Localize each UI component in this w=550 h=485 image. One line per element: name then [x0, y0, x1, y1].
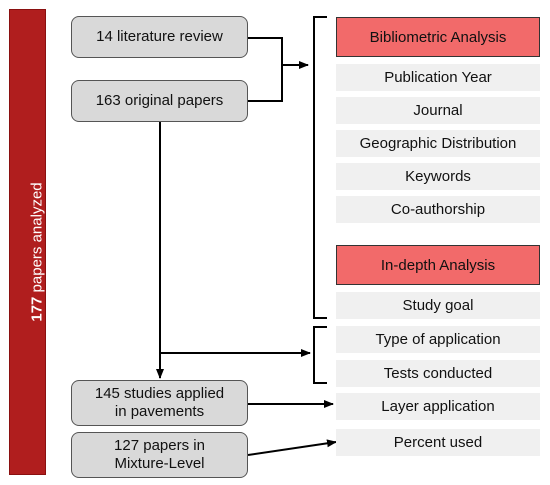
indepth-item: Layer application: [336, 393, 540, 420]
journal-label: Journal: [413, 102, 463, 119]
publication-year-label: Publication Year: [384, 69, 492, 86]
literature-review-box: 14 literature review: [71, 16, 248, 58]
bibliometric-item: Keywords: [336, 163, 540, 190]
study-goal-label: Study goal: [402, 297, 474, 314]
indepth-item: Tests conducted: [336, 360, 540, 387]
type-of-application-label: Type of application: [375, 331, 501, 348]
pavements-label-line1: 145 studies applied: [94, 385, 225, 402]
geographic-distribution-label: Geographic Distribution: [359, 135, 517, 152]
pavements-label-line2: in pavements: [114, 403, 205, 420]
indepth-header: In-depth Analysis: [336, 245, 540, 285]
bibliometric-bracket: [313, 16, 327, 319]
original-papers-box: 163 original papers: [71, 80, 248, 122]
percent-used-label: Percent used: [393, 434, 483, 451]
bibliometric-item: Journal: [336, 97, 540, 124]
lit-review-connector: [248, 37, 283, 102]
indepth-item: Type of application: [336, 326, 540, 353]
bibliometric-item: Co-authorship: [336, 196, 540, 223]
bibliometric-item: Publication Year: [336, 64, 540, 91]
indepth-item: Percent used: [336, 429, 540, 456]
keywords-label: Keywords: [405, 168, 471, 185]
mixture-label-line1: 127 papers in: [114, 437, 205, 454]
indepth-item: Study goal: [336, 292, 540, 319]
indepth-bracket: [313, 326, 327, 384]
original-papers-label: 163 original papers: [95, 92, 224, 109]
tests-conducted-label: Tests conducted: [383, 365, 493, 382]
layer-application-label: Layer application: [381, 398, 495, 415]
bibliometric-item: Geographic Distribution: [336, 130, 540, 157]
co-authorship-label: Co-authorship: [390, 201, 486, 218]
total-papers-bar: 177 papers analyzed: [9, 9, 46, 475]
bibliometric-header-label: Bibliometric Analysis: [369, 28, 507, 46]
bibliometric-header: Bibliometric Analysis: [336, 17, 540, 57]
indepth-header-label: In-depth Analysis: [380, 256, 496, 274]
mixture-label-line2: Mixture-Level: [114, 455, 205, 472]
literature-review-label: 14 literature review: [96, 28, 223, 45]
mixture-arrow: [247, 439, 337, 456]
